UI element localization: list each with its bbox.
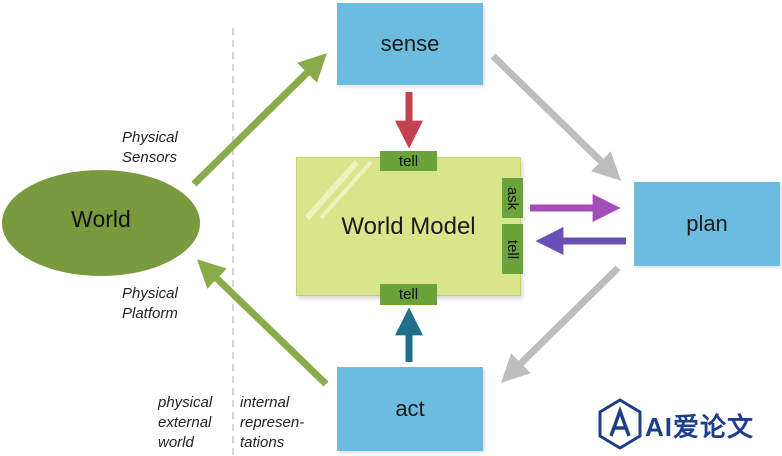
watermark-text: AI爱论文 (645, 412, 755, 442)
internal-representations-label: internal represen- tations (240, 394, 305, 451)
tell-tag-right: tell (502, 224, 523, 274)
tell-tag-bottom: tell (380, 284, 437, 305)
tell-tag-top: tell (380, 151, 437, 171)
tell-tag-top-label: tell (398, 152, 419, 170)
plan-box: plan (634, 182, 780, 266)
sense-box: sense (337, 3, 483, 85)
physical-sensors-label: Physical Sensors (122, 129, 178, 166)
tell-tag-right-label: tell (504, 239, 521, 259)
plan-to-act-arrow (501, 265, 621, 383)
tell-tag-bottom-label: tell (398, 286, 419, 303)
ask-tag-label: ask (504, 186, 521, 210)
ask-tag: ask (502, 178, 523, 218)
world-to-sense-arrow (191, 53, 327, 187)
act-label: act (395, 396, 425, 421)
glare-decoration (304, 160, 373, 220)
world-label: World (71, 206, 131, 232)
world-ellipse (2, 170, 200, 276)
watermark-logo-icon (598, 398, 642, 450)
act-box: act (337, 367, 483, 451)
sense-to-plan-arrow (490, 53, 622, 181)
act-to-world-arrow (196, 259, 329, 387)
physical-platform-label: Physical Platform (122, 285, 178, 322)
world-model-label: World Model (341, 213, 476, 240)
plan-label: plan (686, 211, 728, 236)
physical-external-world-label: physical external world (158, 394, 213, 451)
world-model-box: World Model (296, 157, 521, 296)
sense-label: sense (380, 31, 440, 56)
